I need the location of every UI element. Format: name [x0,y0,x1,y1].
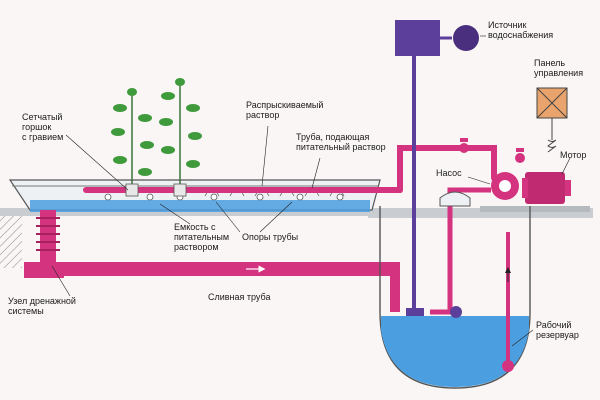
label-drain-unit: Узел дренажной системы [8,296,76,316]
plant-left [111,88,154,188]
label-container: Емкость с питательным раствором [174,222,230,252]
label-feed-pipe: Труба, подающая питательный раствор [296,132,386,152]
plants [111,78,202,197]
control-panel [536,87,568,153]
pump-motor [430,172,571,315]
plant-right [159,78,202,188]
label-control-panel: Панель управления [534,58,584,78]
label-drain-pipe: Сливная труба [208,292,271,302]
label-reservoir: Рабочий резервуар [536,320,579,340]
pipe-supports [104,193,344,201]
mesh-pots [125,183,187,197]
growing-tray [8,179,381,212]
label-water-source: Источник водоснабжения [488,20,554,40]
label-spray: Распрыскиваемый раствор [246,100,324,120]
label-pump: Насос [436,168,462,178]
label-motor: Мотор [560,150,587,160]
label-pipe-supports: Опоры трубы [242,232,299,242]
valves [459,138,525,163]
drain-system [24,210,400,312]
leader-lines [51,35,571,347]
working-reservoir [379,191,531,389]
label-mesh-pot: Сетчатый горшок с гравием [22,112,64,142]
water-source [395,20,479,318]
